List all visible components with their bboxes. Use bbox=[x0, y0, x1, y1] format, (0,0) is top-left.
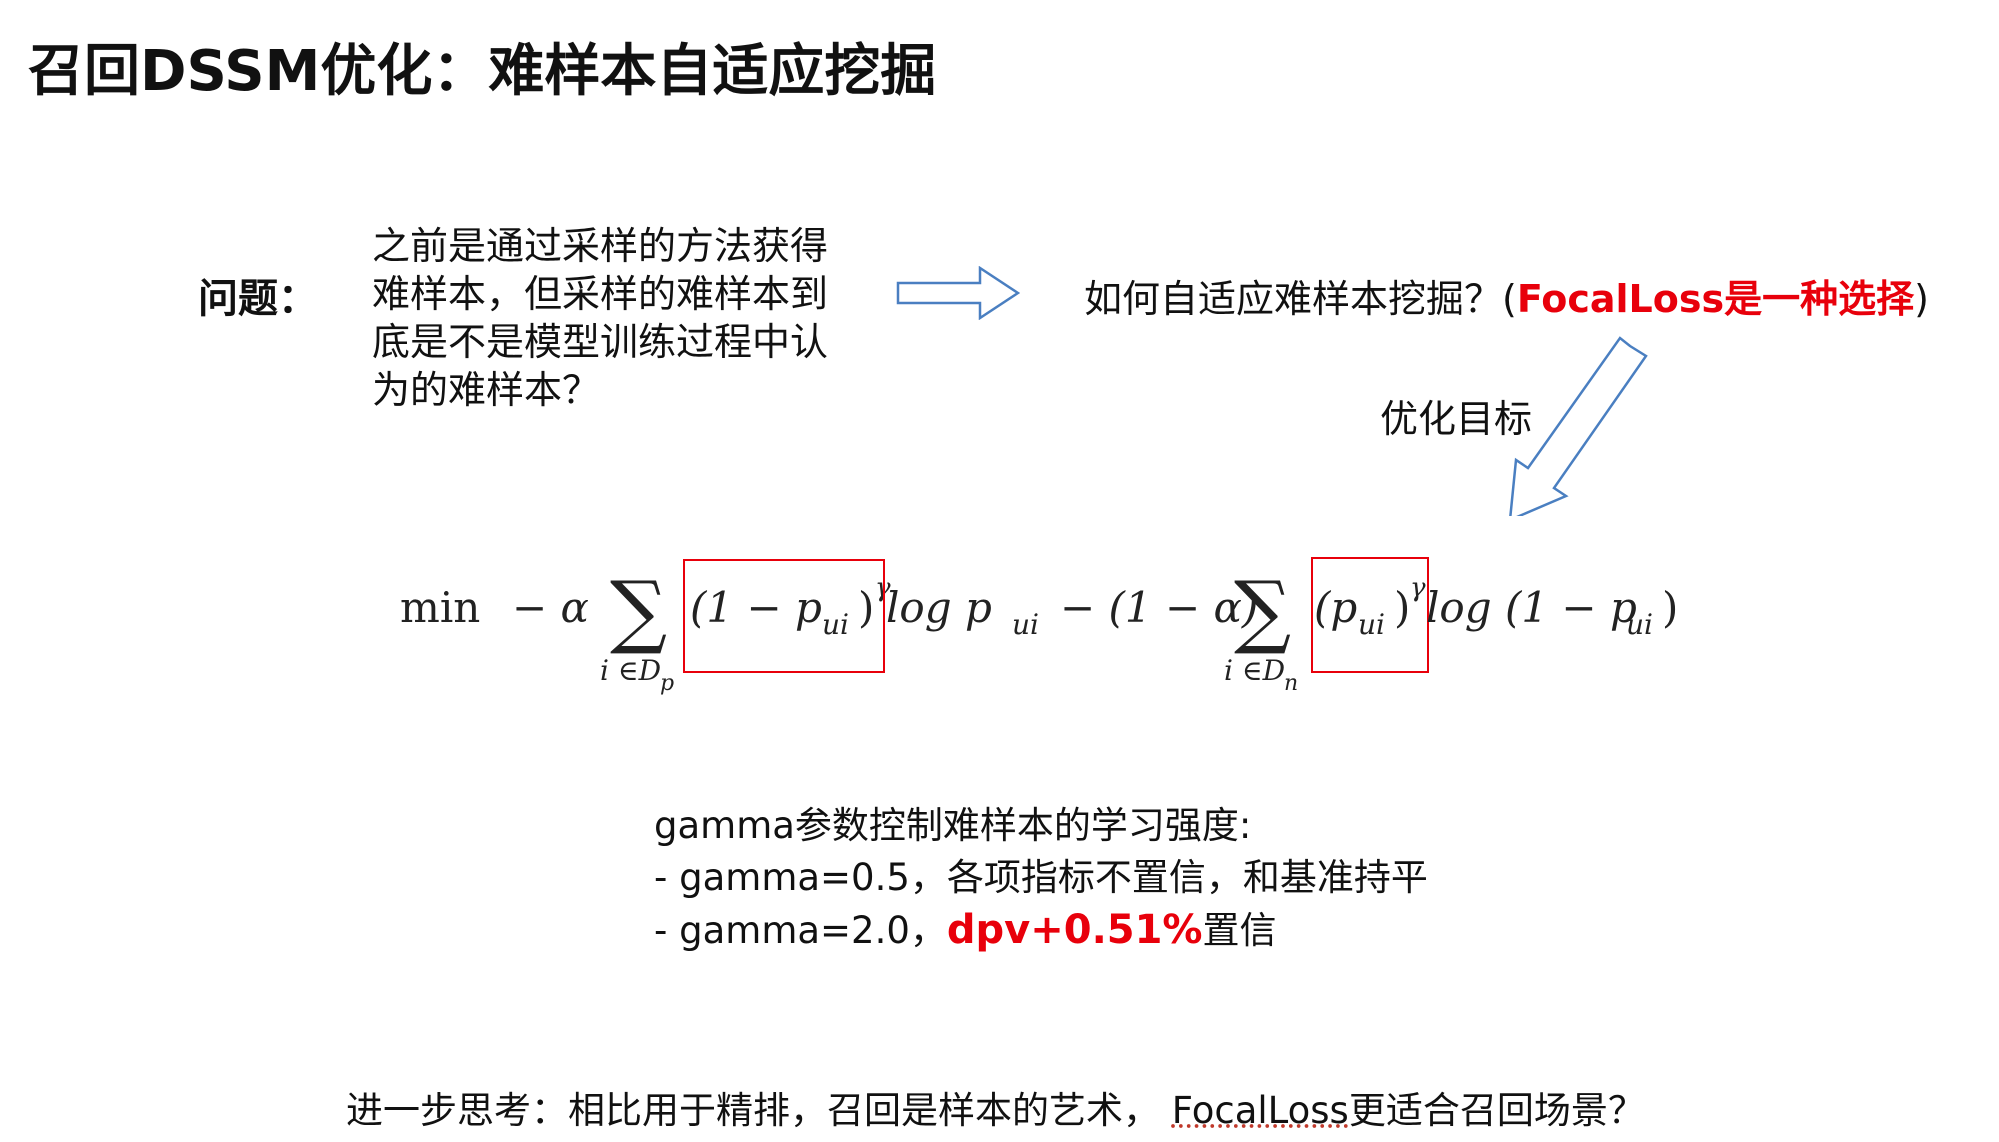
notes-line-3-prefix: - gamma=2.0， bbox=[654, 909, 947, 952]
formula-sum2-sub: i ∈D bbox=[1224, 654, 1285, 687]
how-text: 如何自适应难样本挖掘？(FocalLoss是一种选择) bbox=[1084, 268, 1929, 323]
gamma-notes: gamma参数控制难样本的学习强度: - gamma=0.5，各项指标不置信，和… bbox=[654, 800, 1428, 957]
formula-log2-sub: ui bbox=[1626, 608, 1653, 641]
dpv-highlight: dpv+0.51% bbox=[946, 907, 1203, 953]
formula-sum1-set: p bbox=[660, 671, 674, 696]
notes-line-3: - gamma=2.0，dpv+0.51%置信 bbox=[654, 904, 1428, 957]
formula-sum1-sub: i ∈D bbox=[600, 654, 661, 687]
formula-term1: (1 − p bbox=[690, 583, 822, 632]
formula-sum2: ∑ bbox=[1234, 564, 1291, 657]
formula-term2-sub: ui bbox=[1358, 608, 1385, 641]
formula-box2 bbox=[1311, 557, 1429, 673]
right-arrow-icon bbox=[896, 265, 1021, 324]
formula-log2: log (1 − p bbox=[1426, 583, 1637, 632]
further-term: FocalLoss bbox=[1171, 1089, 1349, 1132]
formula-log2-close: ) bbox=[1662, 583, 1678, 632]
formula-box1 bbox=[683, 559, 885, 673]
formula-term2-close: ) bbox=[1394, 583, 1410, 632]
formula-sum2-set: n bbox=[1284, 671, 1298, 696]
notes-line-3-suffix: 置信 bbox=[1202, 909, 1277, 952]
focal-loss-highlight: FocalLoss是一种选择 bbox=[1516, 277, 1915, 321]
notes-line-2: - gamma=0.5，各项指标不置信，和基准持平 bbox=[654, 856, 1428, 899]
formula-min: min bbox=[400, 583, 480, 632]
how-suffix: ) bbox=[1914, 277, 1929, 321]
formula-log1: log p bbox=[886, 583, 992, 632]
focal-loss-formula: min − α ∑ i ∈D p (1 − p ui ) γ log p ui … bbox=[400, 548, 1700, 708]
further-suffix: 更适合召回场景？ bbox=[1348, 1089, 1645, 1132]
question-text: 之前是通过采样的方法获得难样本，但采样的难样本到底是不是模型训练过程中认为的难样… bbox=[372, 224, 829, 412]
formula-gamma2: γ bbox=[1410, 573, 1426, 603]
how-prefix: 如何自适应难样本挖掘？( bbox=[1084, 277, 1517, 321]
formula-one-minus-alpha: − (1 − α) bbox=[1060, 583, 1258, 632]
formula-log1-sub: ui bbox=[1012, 608, 1039, 641]
question-label: 问题： bbox=[198, 276, 318, 322]
further-thought: 进一步思考：相比用于精排，召回是样本的艺术， FocalLoss更适合召回场景？ bbox=[346, 1080, 1645, 1134]
notes-line-1: gamma参数控制难样本的学习强度: bbox=[654, 804, 1252, 847]
optimization-goal-label: 优化目标 bbox=[1380, 397, 1533, 441]
further-prefix: 进一步思考：相比用于精排，召回是样本的艺术， bbox=[346, 1089, 1172, 1132]
formula-sum1: ∑ bbox=[610, 564, 667, 657]
formula-term1-sub: ui bbox=[822, 608, 849, 641]
formula-term1-close: ) bbox=[858, 583, 874, 632]
formula-term2: (p bbox=[1314, 583, 1357, 632]
slide-title: 召回DSSM优化：难样本自适应挖掘 bbox=[28, 39, 937, 104]
formula-neg-alpha: − α bbox=[512, 583, 589, 632]
